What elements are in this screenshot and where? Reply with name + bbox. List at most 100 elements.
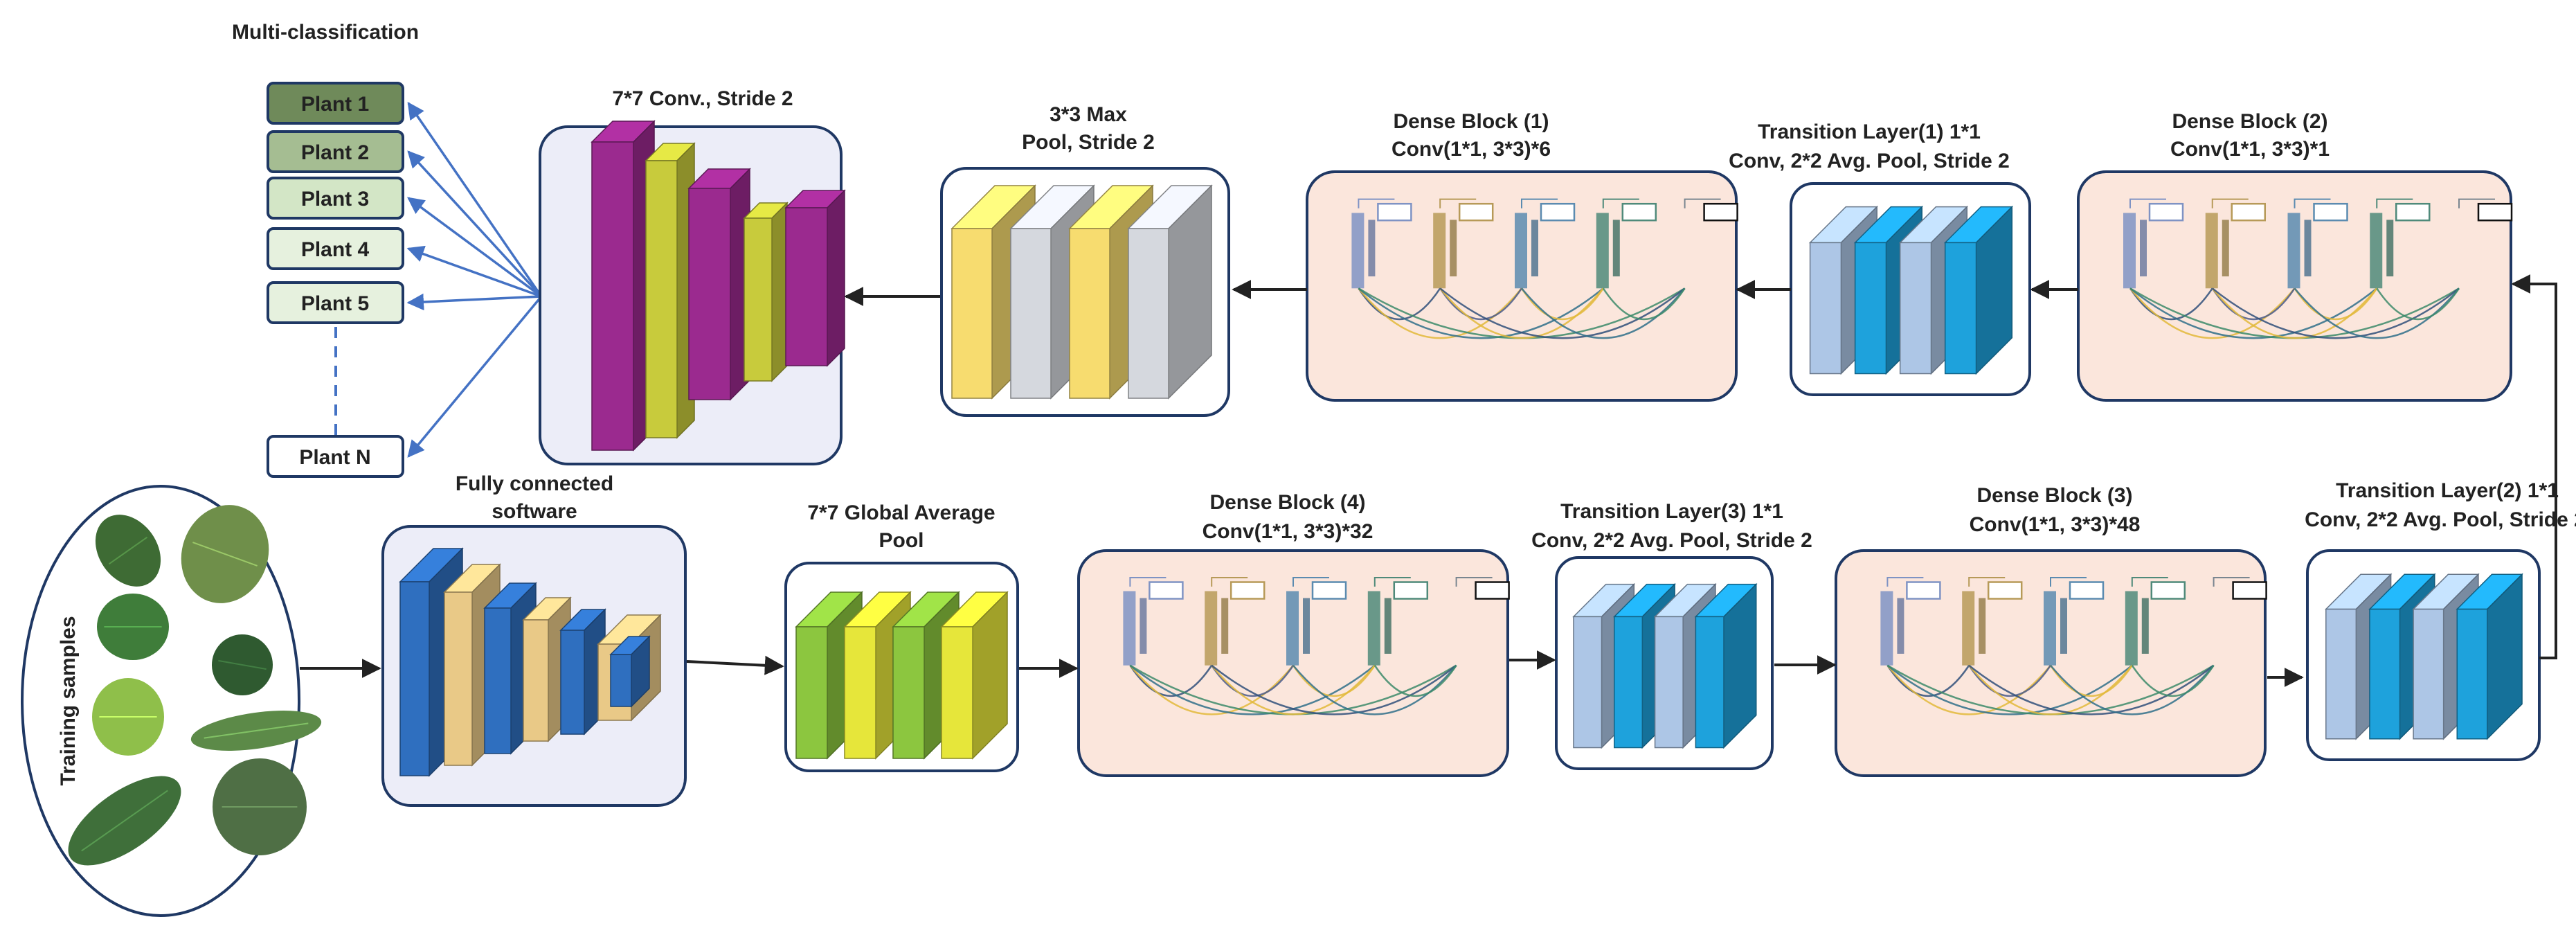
gap-title-1: 7*7 Global Average	[807, 501, 995, 524]
pool-layer	[1127, 184, 1213, 400]
dense-skip-connection	[2129, 287, 2296, 339]
dense-skip-connection	[1211, 664, 1457, 715]
dense-layer-bar	[2205, 213, 2218, 289]
dense-layer-bar	[2140, 220, 2147, 277]
conv-layer	[591, 120, 656, 452]
dense-layer-bar	[2141, 598, 2149, 654]
plant-class-6: Plant N	[267, 435, 404, 478]
dense-skip-connection	[1211, 665, 1295, 697]
dense-skip-connection	[1520, 287, 1604, 321]
dense4-title-2: Conv(1*1, 3*3)*32	[1203, 520, 1373, 543]
dense-connector	[1373, 577, 1411, 587]
dense-connector	[1968, 577, 2006, 587]
fc-layer	[559, 608, 606, 736]
dense-connector	[2211, 198, 2249, 208]
leaf-image	[68, 776, 181, 866]
dense-connector	[2213, 577, 2250, 587]
dense-connector	[2131, 577, 2168, 587]
dense-skip-connection	[1439, 287, 1523, 321]
dense-connector	[2376, 198, 2413, 208]
dense-layer-bar	[1531, 220, 1538, 277]
dense-skip-connection	[2294, 287, 2378, 321]
leaf-image	[212, 634, 273, 695]
dense-layer-bar	[1897, 598, 1904, 654]
conv-layer	[784, 189, 846, 367]
plant-class-2: Plant 2	[267, 130, 404, 173]
plant-label: Plant 1	[301, 93, 369, 116]
dense-conv-box	[1393, 581, 1429, 600]
gap-title-2: Pool	[879, 529, 924, 552]
dense-skip-connection	[1521, 287, 1686, 339]
multi-classification-title: Multi-classification	[232, 21, 419, 44]
dense2-title-2: Conv(1*1, 3*3)*1	[2170, 138, 2330, 161]
dense-layer-bar	[2304, 220, 2312, 277]
dense-layer-bar	[1367, 591, 1380, 666]
dense3-title-1: Dense Block (3)	[1976, 484, 2132, 507]
trans3-title-1: Transition Layer(3) 1*1	[1560, 500, 1783, 523]
plant-label: Plant N	[299, 446, 370, 469]
dense-layer-bar	[1596, 213, 1609, 289]
dense-layer-bar	[2123, 213, 2136, 289]
class-arrow	[406, 293, 542, 311]
flow-arrows	[300, 274, 2557, 687]
transition-slab	[2456, 573, 2523, 740]
dense-skip-connection	[2050, 664, 2215, 715]
conv7-title: 7*7 Conv., Stride 2	[612, 87, 793, 110]
dense-layer-bar	[1515, 213, 1527, 289]
dense-connector	[1292, 577, 1329, 587]
class-arrow	[406, 245, 542, 298]
dense-skip-connection	[1358, 287, 1522, 339]
dense-skip-connection	[1129, 664, 1376, 715]
leaf-image	[190, 711, 322, 751]
transition-slab	[1694, 582, 1758, 749]
dense-layer-bar	[1351, 213, 1364, 289]
dense-skip-connection	[1373, 665, 1457, 697]
fc-title-2: software	[492, 500, 577, 523]
dense-layer-bar	[1140, 598, 1147, 654]
dense-layer-bar	[1880, 591, 1893, 666]
training-samples-label: Training samples	[57, 616, 80, 785]
dense-conv-box	[1703, 202, 1738, 222]
plant-class-4: Plant 4	[267, 227, 404, 270]
fc-layers	[399, 547, 662, 777]
dense-skip-connection	[2129, 287, 2213, 321]
conv7-layers	[591, 120, 846, 452]
plant-class-3: Plant 3	[267, 177, 404, 220]
dense-skip-connection	[1292, 665, 1376, 697]
arrow-trans2-to-dense2	[2511, 274, 2557, 659]
dense-skip-connection	[2211, 287, 2296, 321]
maxpool-title-1: 3*3 Max	[1050, 103, 1127, 126]
dense-skip-connection	[1129, 665, 1213, 697]
dense-layer-bar	[1433, 213, 1446, 289]
dense-skip-connection	[1358, 287, 1604, 339]
dense-skip-connection	[1358, 287, 1441, 321]
dense-layer-bar	[2060, 598, 2067, 654]
dense-conv-box	[1377, 202, 1412, 222]
dense-layer-bar	[2287, 213, 2300, 289]
plant-label: Plant 3	[301, 188, 369, 211]
dense-skip-connection	[2294, 287, 2460, 339]
dense-conv-box	[2232, 581, 2267, 600]
dense-conv-box	[2069, 581, 2105, 600]
gap-layers	[795, 591, 1009, 760]
transition-slab	[1943, 205, 2014, 375]
dense-connector	[1886, 577, 1924, 587]
dense-layer-bar	[1368, 220, 1376, 277]
dense-conv-box	[1458, 202, 1494, 222]
leaf-image	[213, 758, 307, 855]
dense-conv-box	[2150, 581, 2186, 600]
dense-conv-box	[2395, 202, 2431, 222]
dense-layer-bar	[1612, 220, 1620, 277]
dense-connector	[1211, 577, 1248, 587]
dense-skip-connection	[2131, 665, 2215, 697]
dense-connector	[2050, 577, 2087, 587]
dense-connector	[2129, 198, 2166, 208]
trans2-title-2: Conv, 2*2 Avg. Pool, Stride 2	[2305, 508, 2576, 531]
dense-skip-connection	[1886, 664, 2051, 715]
dense-block-1	[1306, 170, 1738, 402]
maxpool-title-2: Pool, Stride 2	[1022, 131, 1155, 154]
leaf-image	[181, 505, 269, 603]
dense-layer-bar	[1962, 591, 1975, 666]
dense-layer-bar	[2222, 220, 2229, 277]
